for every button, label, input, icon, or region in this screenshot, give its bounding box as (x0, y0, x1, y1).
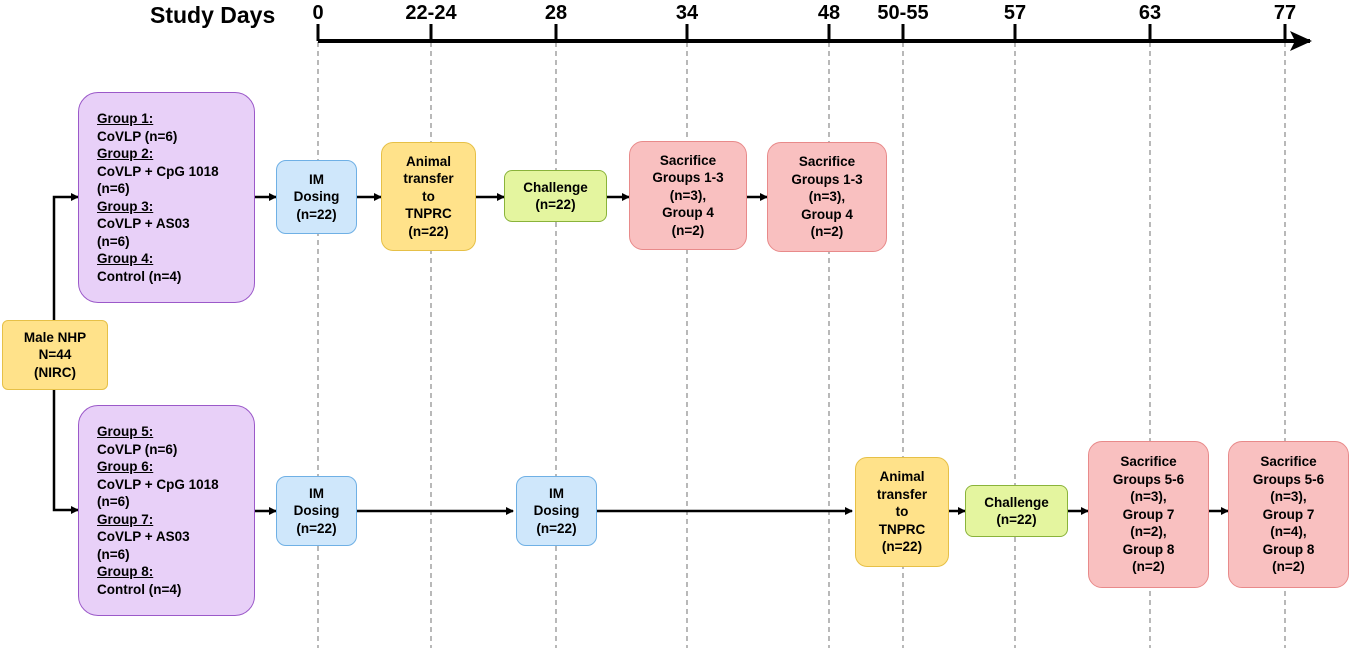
branch-arrow-bottom (52, 390, 79, 514)
branch-arrow-top (52, 193, 79, 320)
cohort1-challenge-box: Challenge(n=22) (504, 170, 607, 222)
group-2-heading: Group 2: (97, 146, 154, 161)
group-1-desc: CoVLP (n=6) (97, 128, 178, 144)
source-line-1: Male NHP (23, 329, 87, 345)
group-6-desc: CoVLP + CpG 1018 (97, 476, 219, 492)
source-line-3: (NIRC) (34, 364, 76, 380)
tick-label-day-48: 48 (817, 2, 841, 24)
group-6-count: (n=6) (97, 494, 130, 509)
tick-label-day-77: 77 (1273, 2, 1297, 24)
tick-label-day-0: 0 (312, 2, 324, 24)
tick-label-day-28: 28 (544, 2, 568, 24)
group-8-heading: Group 8: (97, 564, 154, 579)
source-line-2: N=44 (38, 347, 72, 363)
cohort1-groups-box: Group 1: CoVLP (n=6) Group 2: CoVLP + Cp… (78, 92, 255, 303)
group-1-heading: Group 1: (97, 111, 154, 126)
cohort2-groups-box: Group 5: CoVLP (n=6) Group 6: CoVLP + Cp… (78, 405, 255, 616)
group-7-count: (n=6) (97, 546, 130, 562)
axis-title: Study Days (150, 2, 276, 28)
tick-label-day-50-55: 50-55 (877, 2, 929, 24)
tick-label-day-22-24: 22-24 (405, 2, 457, 24)
axis-ticks (316, 24, 1287, 41)
group-8-desc: Control (n=4) (97, 581, 182, 597)
group-3-heading: Group 3: (97, 198, 154, 214)
group-2-desc: CoVLP + CpG 1018 (97, 163, 219, 179)
group-4-heading: Group 4: (97, 251, 154, 266)
group-5-desc: CoVLP (n=6) (97, 441, 178, 457)
group-2-count: (n=6) (97, 181, 130, 196)
group-7-heading: Group 7: (97, 511, 154, 527)
tick-label-day-34: 34 (675, 2, 699, 24)
group-6-heading: Group 6: (97, 459, 154, 474)
group-5-heading: Group 5: (97, 424, 154, 439)
group-3-count: (n=6) (97, 233, 130, 249)
cohort2-challenge-box: Challenge(n=22) (965, 485, 1068, 537)
group-7-desc: CoVLP + AS03 (97, 529, 190, 544)
source-animals-box: Male NHP N=44 (NIRC) (2, 320, 108, 390)
group-3-desc: CoVLP + AS03 (97, 216, 190, 231)
tick-label-day-63: 63 (1138, 2, 1162, 24)
tick-label-day-57: 57 (1003, 2, 1027, 24)
group-4-desc: Control (n=4) (97, 268, 182, 284)
